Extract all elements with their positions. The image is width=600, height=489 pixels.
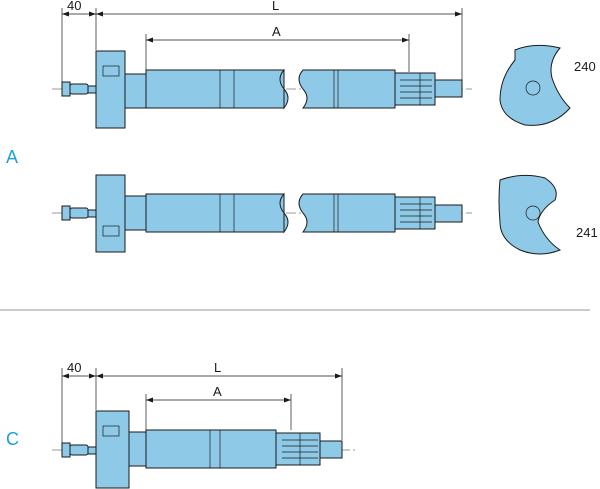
part-number-241: 241 [576, 225, 598, 240]
shaft-240: 240 [52, 44, 596, 129]
part-number-240: 240 [574, 59, 596, 74]
inner-dimension-label-c: A [213, 384, 222, 399]
inner-dimension-label: A [272, 24, 281, 39]
length-dimension-label: L [272, 0, 279, 13]
flange-marker-c [102, 425, 120, 437]
section-c-letter: C [6, 429, 19, 449]
flange-marker-bottom [102, 225, 120, 237]
cam-plate-241 [498, 174, 562, 255]
section-a-letter: A [6, 147, 18, 167]
offset-dimension-label-c: 40 [67, 360, 81, 375]
offset-dimension-label: 40 [67, 0, 81, 13]
shaft-241: 241 [52, 174, 598, 255]
section-a-dimensions: 40 L A [61, 0, 463, 88]
section-c-dimensions: 40 L A [61, 360, 343, 448]
cam-plate-240 [499, 44, 571, 126]
section-a: A 40 L A [6, 0, 598, 255]
length-dimension-label-c: L [214, 360, 221, 375]
flange-marker-top [102, 65, 120, 77]
shaft-c [52, 410, 355, 489]
section-c: C 40 L A [6, 360, 355, 489]
